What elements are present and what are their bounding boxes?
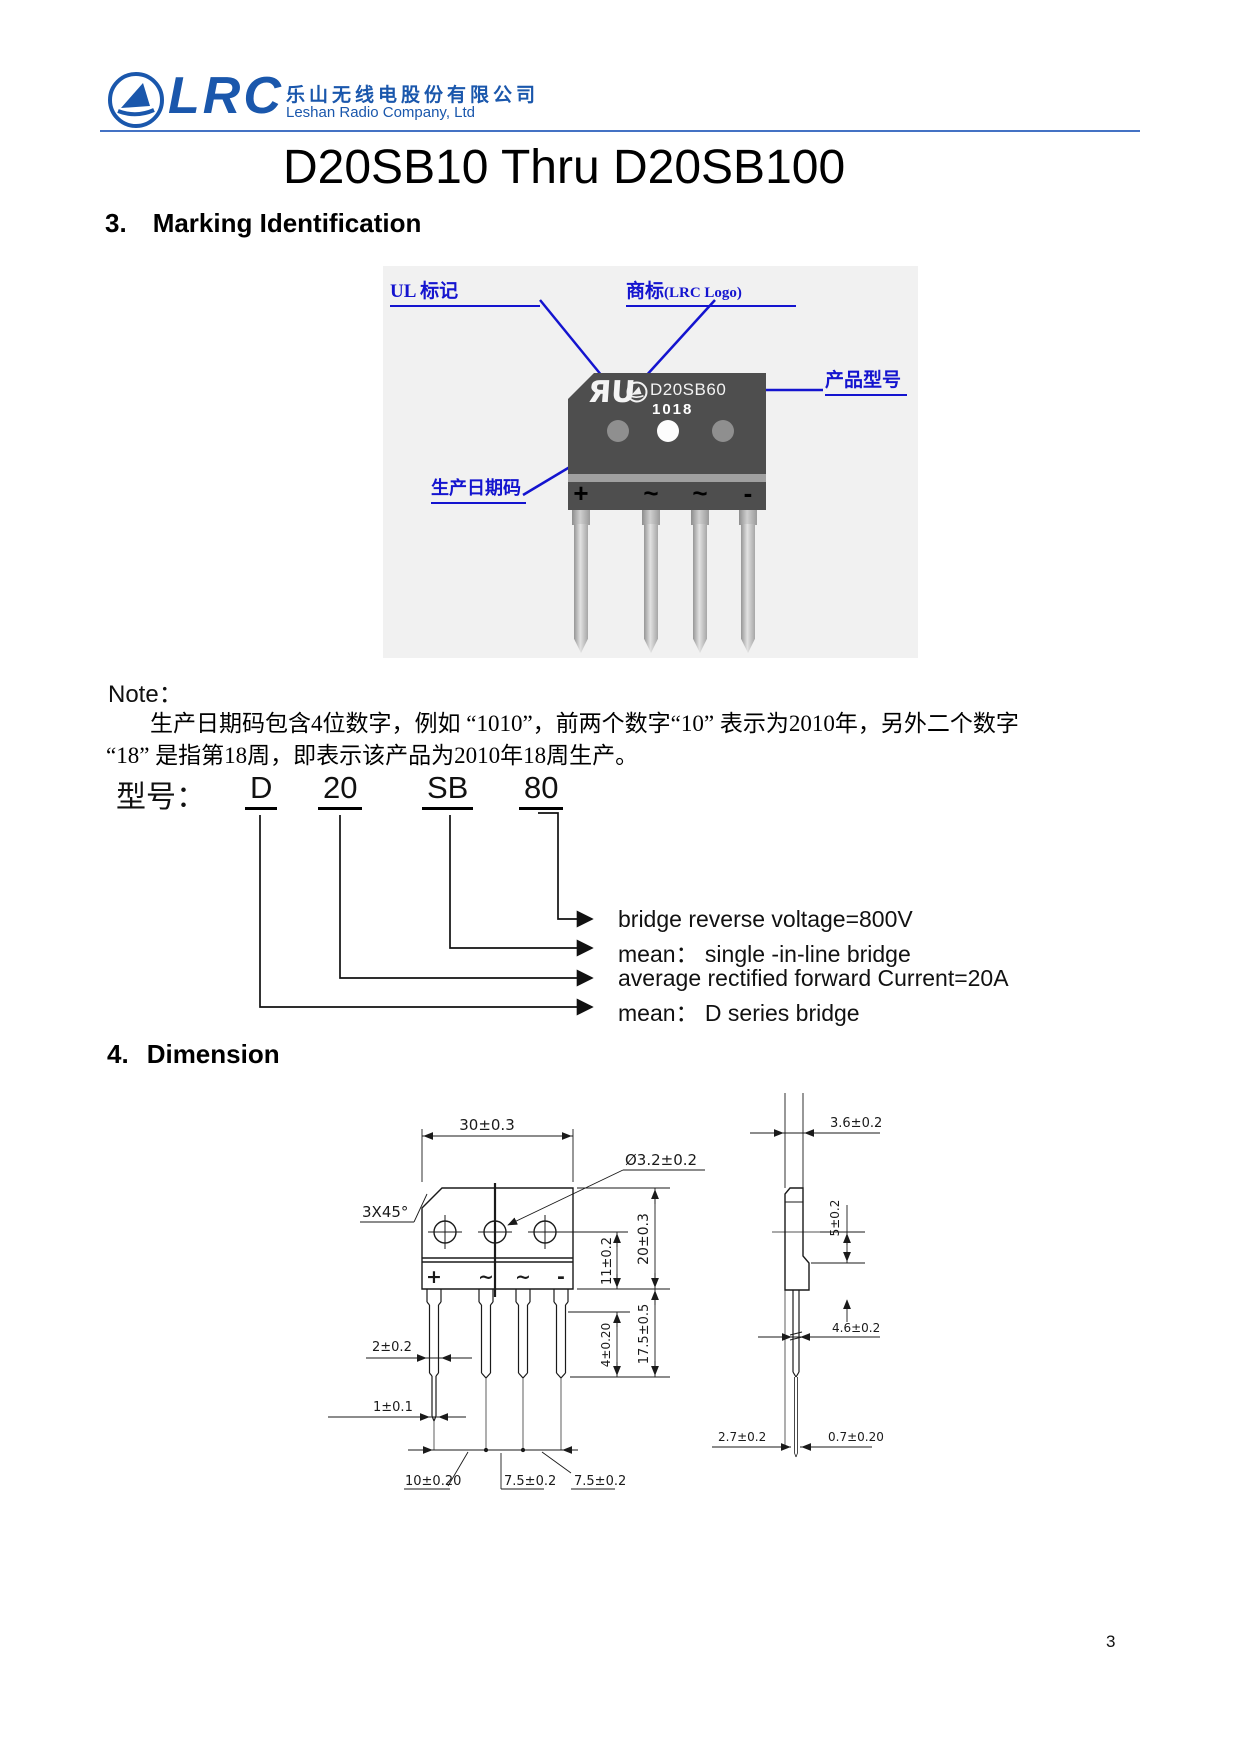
- note-text-line1: 生产日期码包含4位数字，例如 “1010”，前两个数字“10” 表示为2010年…: [150, 711, 1019, 736]
- section-number: 3.: [105, 208, 127, 238]
- side-view-outline: [772, 1093, 820, 1458]
- section-title: Marking Identification: [152, 208, 422, 238]
- terminal-label-minus: -: [743, 478, 753, 508]
- lrc-emblem-icon: [108, 72, 164, 128]
- callout-ul-text: UL 标记: [390, 281, 459, 302]
- dim-pitch3-label: 7.5±0.2: [574, 1474, 626, 1489]
- model-meaning-sb: mean： single -in-line bridge: [618, 941, 911, 967]
- package-front-photo: ЯU D20SB60 1018 + ~ ~ -: [568, 373, 766, 510]
- note-text-line2: “18” 是指第18周，即表示该产品为2010年18周生产。: [106, 743, 639, 768]
- dim-lead-length-label: 17.5±0.5: [637, 1304, 652, 1365]
- model-meaning-current: average rectified forward Current=20A: [618, 965, 1009, 991]
- dim-pitch1-label: 10±0.20: [405, 1474, 461, 1489]
- dim-bottom-left-label: 2.7±0.2: [718, 1430, 766, 1444]
- dim-width-label: 30±0.3: [459, 1116, 515, 1134]
- mount-hole-right: [712, 420, 734, 442]
- header-divider: [100, 130, 1140, 132]
- dim-step-label: 5±0.2: [828, 1200, 842, 1237]
- model-connector-lines: [259, 812, 594, 1016]
- dim-lead-thk-label: 0.7±0.20: [828, 1430, 884, 1444]
- dim-offset-label: 4.6±0.2: [832, 1321, 880, 1335]
- callout-ul-mark: UL 标记: [390, 276, 540, 307]
- dim-thickness-label: 3.6±0.2: [830, 1116, 882, 1131]
- model-meaning-series: mean： D series bridge: [618, 1000, 860, 1026]
- lrc-logo-icon: [626, 381, 648, 403]
- dim-body-height-label: 20±0.3: [636, 1213, 652, 1265]
- lead-pin: [693, 524, 707, 653]
- mount-hole-left: [607, 420, 629, 442]
- lead-shoulder: [572, 510, 590, 525]
- callout-date-code: 生产日期码: [431, 474, 526, 504]
- marked-part-number: D20SB60: [650, 380, 727, 399]
- lead-shoulder: [642, 510, 660, 525]
- callout-trademark-sub: (LRC Logo): [664, 285, 742, 301]
- section-number: 4.: [107, 1039, 129, 1069]
- callout-trademark-text: 商标: [626, 281, 665, 302]
- dim-pitch2-label: 7.5±0.2: [504, 1474, 556, 1489]
- front-view-dimensions: [328, 1129, 705, 1490]
- terminal-label-ac2: ~: [692, 478, 708, 508]
- drawing-terminal-minus: -: [557, 1266, 565, 1288]
- lead-shoulder: [691, 510, 709, 525]
- dim-lead-width-label: 2±0.2: [372, 1340, 412, 1355]
- front-view-centerlines: [428, 1183, 628, 1297]
- section-heading-marking: 3. Marking Identification: [105, 208, 421, 239]
- lead-pin: [644, 524, 658, 653]
- page-number: 3: [1106, 1632, 1116, 1651]
- section-title: Dimension: [146, 1039, 280, 1069]
- package-divider-band: [568, 474, 766, 482]
- model-part-sb: SB: [422, 770, 474, 810]
- lead-pin: [574, 524, 588, 653]
- dim-hole-dia-label: Ø3.2±0.2: [625, 1151, 697, 1169]
- dim-lead-tip-len-label: 4±0.20: [599, 1323, 613, 1367]
- model-meaning-voltage: bridge reverse voltage=800V: [618, 906, 913, 932]
- section-heading-dimension: 4. Dimension: [107, 1039, 280, 1070]
- page-title: D20SB10 Thru D20SB100: [283, 141, 846, 194]
- callout-product-type: 产品型号: [825, 365, 907, 396]
- side-view-dimensions: [712, 1129, 880, 1451]
- callout-product-type-text: 产品型号: [825, 370, 902, 391]
- terminal-label-plus: +: [573, 478, 589, 508]
- logo-text: LRC: [168, 67, 284, 125]
- note-label: Note：: [108, 681, 183, 708]
- dimension-drawing: + ~ ~ -: [328, 1093, 884, 1490]
- callout-trademark: 商标(LRC Logo): [626, 276, 796, 307]
- dim-lead-tip-width-label: 1±0.1: [373, 1400, 413, 1415]
- front-view-leads: [426, 1289, 569, 1450]
- company-name-cn: 乐山无线电股份有限公司: [286, 85, 540, 106]
- drawing-terminal-plus: +: [426, 1266, 442, 1288]
- marking-figure: UL 标记 商标(LRC Logo) 产品型号 生产日期码 ЯU D20SB60…: [383, 266, 918, 658]
- lead-pin: [741, 524, 755, 653]
- model-part-d: D: [245, 770, 278, 810]
- model-part-20: 20: [318, 770, 363, 810]
- model-label: 型号：: [116, 781, 206, 814]
- marked-date-code: 1018: [652, 401, 694, 418]
- callout-date-code-text: 生产日期码: [431, 478, 521, 498]
- company-name-en: Leshan Radio Company, Ltd: [286, 104, 476, 121]
- lead-shoulder: [739, 510, 757, 525]
- model-part-80: 80: [519, 770, 564, 810]
- drawing-terminal-ac2: ~: [515, 1266, 531, 1288]
- dim-chamfer-label: 3X45°: [362, 1203, 408, 1221]
- terminal-label-ac1: ~: [643, 478, 659, 508]
- drawing-terminal-ac1: ~: [478, 1266, 494, 1288]
- mount-hole-center: [657, 420, 679, 442]
- dim-hole-offset-label: 11±0.2: [600, 1237, 615, 1285]
